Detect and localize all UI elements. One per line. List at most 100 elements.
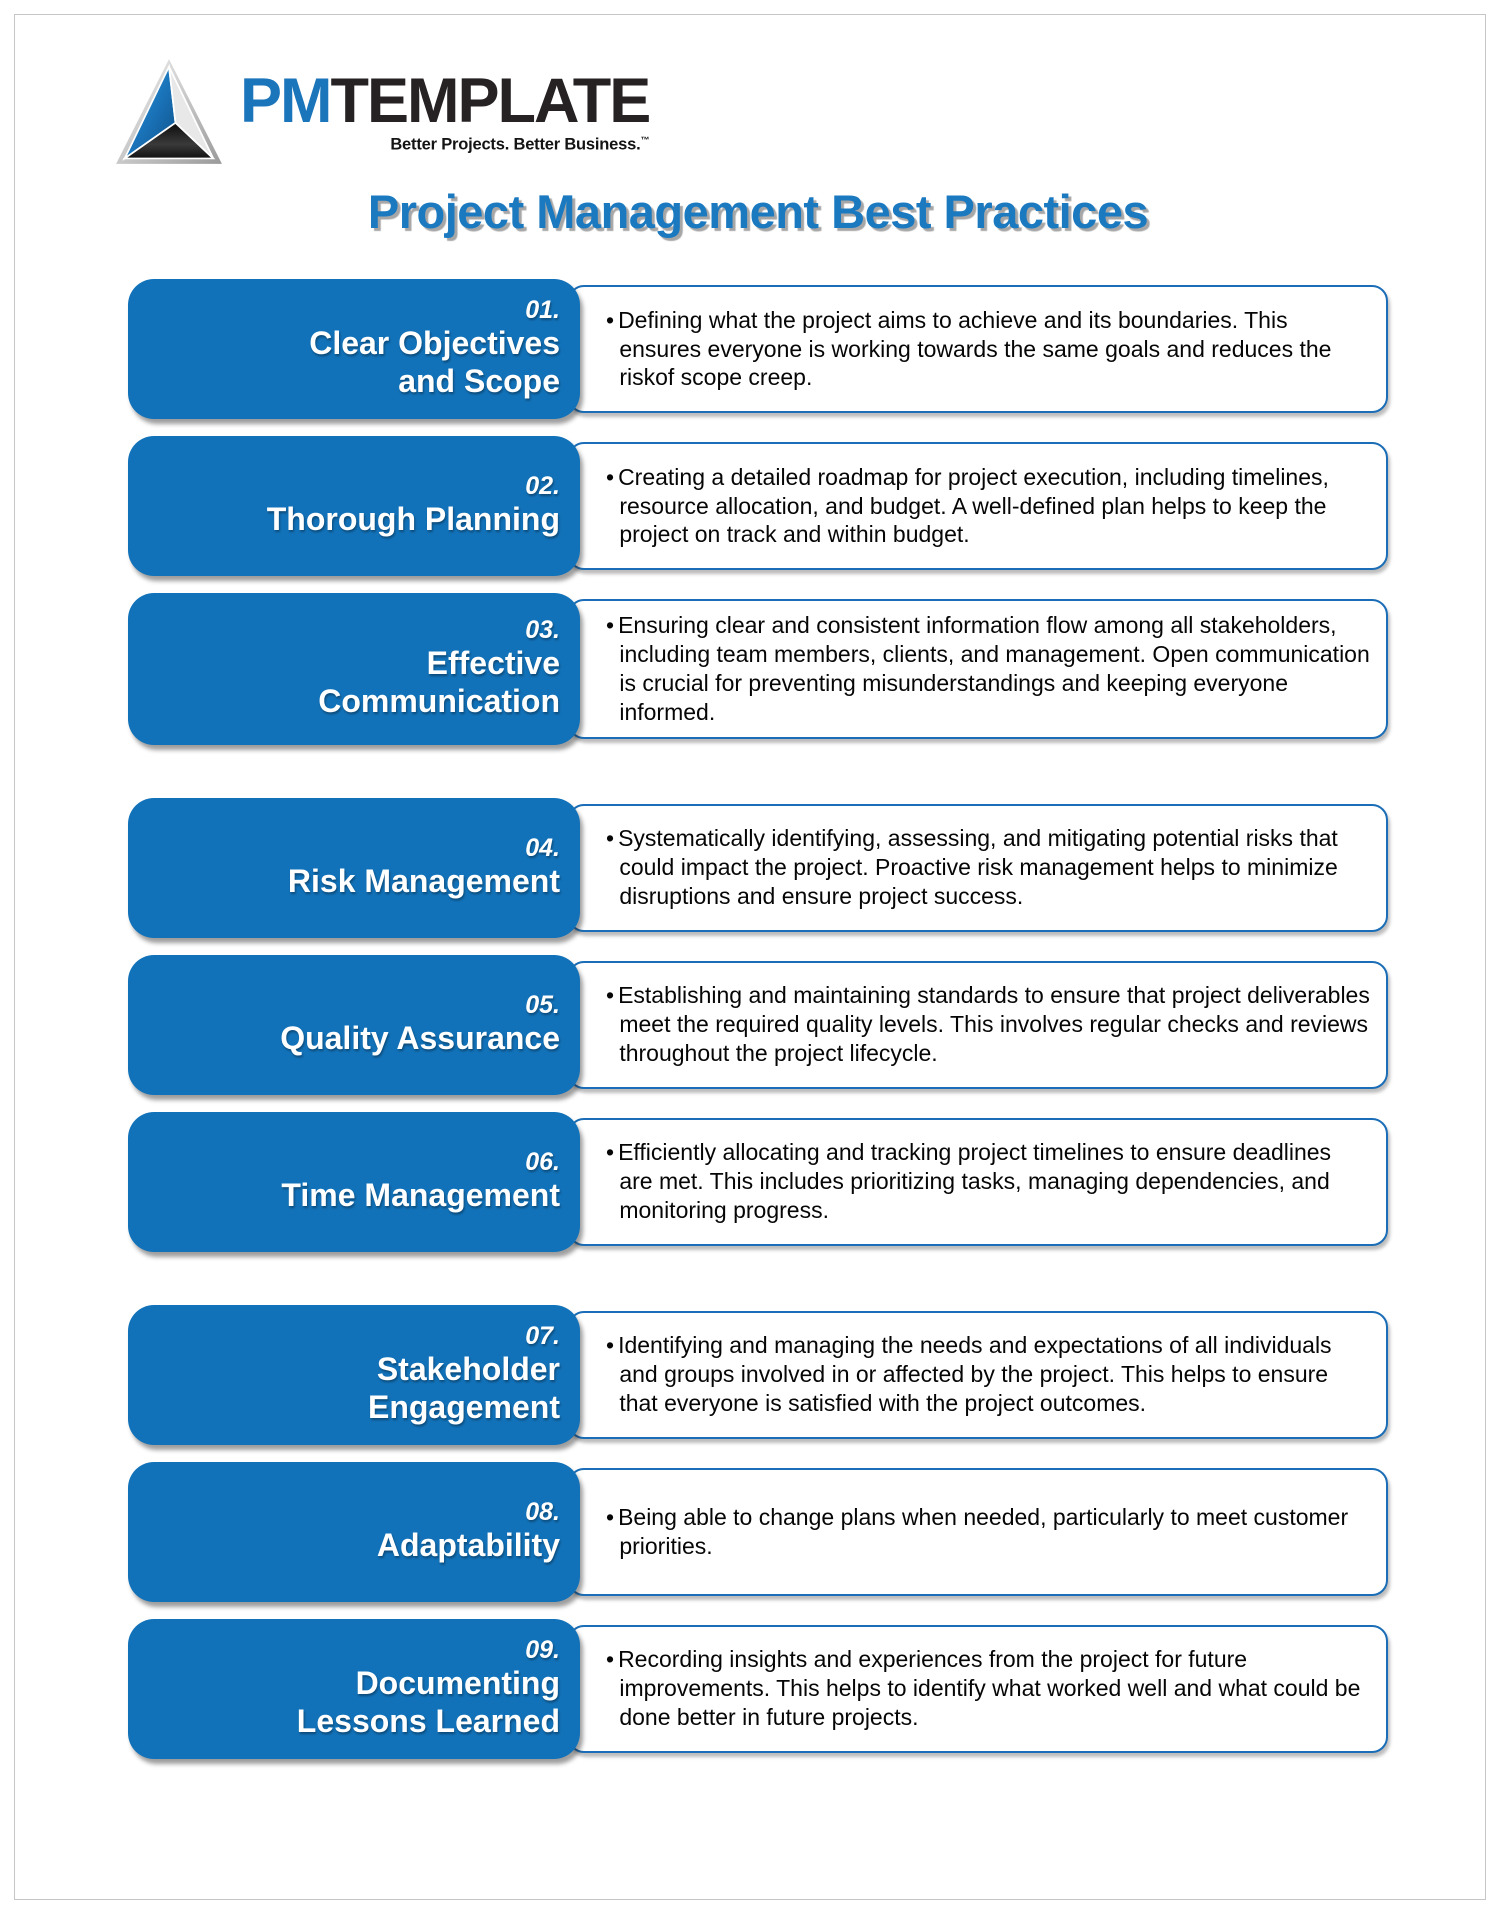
practice-title: Adaptability — [377, 1527, 560, 1565]
practice-title-line: Clear Objectives — [309, 325, 560, 362]
practice-number: 09. — [525, 1636, 560, 1665]
practice-description-text: Being able to change plans when needed, … — [618, 1503, 1349, 1559]
pyramid-face-right — [168, 66, 215, 160]
practice-title: Risk Management — [288, 863, 560, 901]
practice-description-text: Efficiently allocating and tracking proj… — [618, 1139, 1332, 1224]
bullet: • — [606, 1503, 615, 1530]
practice-title-card: 06. Time Management — [128, 1111, 580, 1252]
pmtemplate-logo: PMTEMPLATE Better Projects. Better Busin… — [108, 58, 1388, 166]
practice-description-text: Recording insights and experiences from … — [618, 1646, 1361, 1731]
practice-title-line: Adaptability — [376, 1527, 560, 1563]
brand-template: TEMPLATE — [330, 65, 652, 136]
practice-row-4: 04. Risk Management •Systematically iden… — [128, 797, 1388, 938]
practice-title-line: Documenting — [355, 1665, 560, 1702]
practice-number: 08. — [525, 1498, 560, 1526]
practice-description-text: Ensuring clear and consistent informatio… — [618, 612, 1370, 725]
practice-description: •Establishing and maintaining standards … — [606, 981, 1370, 1068]
practice-title: Clear Objectives and Scope — [309, 325, 560, 401]
practice-title-card: 04. Risk Management — [128, 797, 580, 938]
practice-row-5: 05. Quality Assurance •Establishing and … — [128, 954, 1388, 1095]
practice-description-card: •Recording insights and experiences from… — [568, 1624, 1388, 1753]
practice-title: Documenting Lessons Learned — [297, 1665, 560, 1741]
bullet: • — [606, 982, 615, 1009]
practice-title-card: 07. Stakeholder Engagement — [128, 1304, 580, 1445]
bullet: • — [606, 612, 615, 638]
practice-description-card: •Creating a detailed roadmap for project… — [568, 442, 1388, 570]
practice-description: •Systematically identifying, assessing, … — [606, 824, 1370, 911]
practice-description-text: Creating a detailed roadmap for project … — [618, 463, 1329, 548]
practice-title-line: Quality Assurance — [280, 1020, 560, 1056]
practice-description-card: •Systematically identifying, assessing, … — [568, 803, 1388, 932]
practice-title-line: Effective — [426, 645, 560, 682]
practice-number: 01. — [525, 296, 560, 325]
practice-title-line: Thorough Planning — [266, 501, 560, 538]
practice-number: 02. — [525, 472, 560, 501]
practice-group-1: 01. Clear Objectives and Scope •Defining… — [128, 279, 1388, 745]
practice-title: Thorough Planning — [267, 501, 560, 539]
practice-title-card: 01. Clear Objectives and Scope — [128, 279, 580, 419]
practice-description-card: •Ensuring clear and consistent informati… — [568, 599, 1388, 739]
practice-title-card: 05. Quality Assurance — [128, 954, 580, 1095]
practice-group-3: 07. Stakeholder Engagement •Identifying … — [128, 1304, 1388, 1759]
page-content: PMTEMPLATE Better Projects. Better Busin… — [108, 58, 1388, 1759]
tagline-text: Better Projects. Better Business. — [390, 135, 641, 154]
pyramid-icon — [116, 59, 222, 164]
practice-description: •Ensuring clear and consistent informati… — [606, 611, 1370, 727]
page-title: Project Management Best Practices — [367, 185, 1149, 238]
bullet: • — [606, 1332, 615, 1359]
practice-title: Stakeholder Engagement — [368, 1351, 560, 1427]
practice-number: 05. — [525, 991, 560, 1019]
practice-description-card: •Being able to change plans when needed,… — [568, 1467, 1388, 1596]
practice-title-line: Engagement — [367, 1388, 560, 1425]
practice-description-card: •Identifying and managing the needs and … — [568, 1310, 1388, 1439]
practice-number: 06. — [525, 1148, 560, 1176]
bullet: • — [606, 306, 615, 333]
trademark-symbol: ™ — [640, 134, 650, 145]
practice-title: Time Management — [281, 1177, 560, 1215]
practice-description-text: Defining what the project aims to achiev… — [618, 306, 1332, 391]
practice-title: Effective Communication — [318, 645, 560, 721]
practice-group-2: 04. Risk Management •Systematically iden… — [128, 797, 1388, 1252]
practice-description: •Identifying and managing the needs and … — [606, 1331, 1370, 1418]
practice-title-line: Lessons Learned — [296, 1702, 560, 1739]
practice-title-line: Communication — [318, 682, 560, 719]
bullet: • — [606, 463, 615, 490]
bullet: • — [606, 1646, 615, 1673]
practice-number: 07. — [525, 1322, 560, 1351]
practice-title-line: Time Management — [281, 1177, 560, 1213]
practice-description-card: •Establishing and maintaining standards … — [568, 960, 1388, 1089]
practice-number: 03. — [525, 616, 560, 645]
practice-row-9: 09. Documenting Lessons Learned •Recordi… — [128, 1618, 1388, 1759]
practice-description: •Efficiently allocating and tracking pro… — [606, 1138, 1370, 1225]
practice-description-text: Identifying and managing the needs and e… — [618, 1332, 1332, 1417]
practice-title-card: 08. Adaptability — [128, 1461, 580, 1602]
bullet: • — [606, 1139, 615, 1166]
practice-description: •Being able to change plans when needed,… — [606, 1503, 1370, 1561]
practice-description-text: Systematically identifying, assessing, a… — [618, 825, 1338, 910]
practice-title-line: Stakeholder — [376, 1351, 560, 1388]
practice-row-2: 02. Thorough Planning •Creating a detail… — [128, 436, 1388, 576]
practice-title: Quality Assurance — [280, 1020, 560, 1058]
bullet: • — [606, 825, 615, 852]
practice-row-8: 08. Adaptability •Being able to change p… — [128, 1461, 1388, 1602]
practice-title-line: Risk Management — [287, 863, 560, 899]
practice-row-1: 01. Clear Objectives and Scope •Defining… — [128, 279, 1388, 419]
practice-number: 04. — [525, 834, 560, 862]
practice-description: •Creating a detailed roadmap for project… — [606, 463, 1370, 550]
practice-title-card: 09. Documenting Lessons Learned — [128, 1618, 580, 1759]
practice-title-line: and Scope — [398, 363, 560, 399]
practice-description: •Recording insights and experiences from… — [606, 1645, 1370, 1732]
practice-title-card: 02. Thorough Planning — [128, 436, 580, 576]
brand-name: PMTEMPLATE — [240, 69, 651, 133]
brand-tagline: Better Projects. Better Business.™ — [240, 135, 649, 155]
logo-text: PMTEMPLATE Better Projects. Better Busin… — [240, 69, 651, 155]
practice-description-text: Establishing and maintaining standards t… — [618, 982, 1370, 1067]
practice-description-card: •Efficiently allocating and tracking pro… — [568, 1117, 1388, 1246]
practice-title-card: 03. Effective Communication — [128, 593, 580, 745]
practice-description: •Defining what the project aims to achie… — [606, 306, 1370, 393]
practice-description-card: •Defining what the project aims to achie… — [568, 285, 1388, 413]
brand-pm: PM — [240, 65, 332, 136]
practice-row-6: 06. Time Management •Efficiently allocat… — [128, 1111, 1388, 1252]
practice-row-3: 03. Effective Communication •Ensuring cl… — [128, 593, 1388, 745]
practice-row-7: 07. Stakeholder Engagement •Identifying … — [128, 1304, 1388, 1445]
